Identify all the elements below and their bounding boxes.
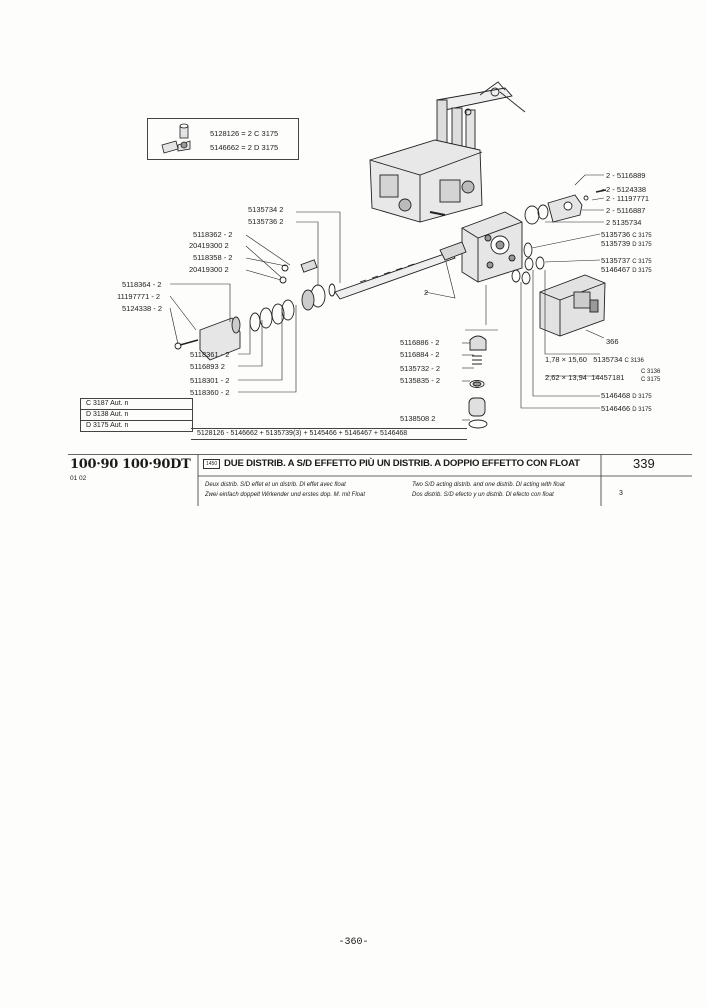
title-english: Two S/D acting distrib. and one distrib.… — [412, 482, 565, 488]
label-r-5116887: 2 - 5116887 — [606, 206, 646, 215]
label-oring-1: 1,78 × 15,60 5135734 C 3136 — [545, 355, 644, 364]
label-5118361: 5118361 - 2 — [190, 350, 230, 359]
label-r-11197771: 2 - 11197771 — [606, 194, 650, 203]
inset-row-2: 5146662 = 2 D 3175 — [210, 143, 279, 152]
label-5118301: 5118301 - 2 — [190, 376, 230, 385]
leader-lines — [169, 174, 605, 421]
label-r-5116889: 2 - 5116889 — [606, 171, 646, 180]
sheet-number: 3 — [619, 490, 623, 497]
valve-body-top — [369, 139, 483, 223]
group-badge: 1450 — [203, 459, 221, 469]
reference-table: C 3187 Aut. n D 3138 Aut. n D 3175 Aut. … — [80, 398, 193, 432]
label-20419300-a: 20419300 2 — [189, 241, 229, 250]
label-5135734: 5135734 2 — [248, 205, 284, 214]
label-oring-2: 2,62 × 13,94 14457181 — [545, 373, 625, 382]
ref-row-1: C 3187 Aut. n — [81, 399, 192, 410]
cover-366 — [539, 274, 606, 337]
inset-row-1: 5128126 = 2 C 3175 — [210, 129, 279, 138]
label-r-5135736: 5135736 C 3175 — [601, 230, 652, 239]
label-r-5135739: 5135739 D 3175 — [601, 239, 652, 248]
label-5135736: 5135736 2 — [248, 217, 284, 226]
distributor-body — [461, 211, 523, 283]
inset-box: 5128126 = 2 C 3175 5146662 = 2 D 3175 — [147, 118, 299, 160]
label-r-5124338: 2 - 5124338 — [606, 185, 647, 194]
label-5135835: 5135835 - 2 — [400, 376, 441, 385]
label-r-5146466: 5146466 D 3175 — [601, 404, 652, 413]
ref-row-3: D 3175 Aut. n — [86, 422, 129, 429]
seal-rings-left — [249, 259, 336, 332]
label-qty-2: 2 — [424, 288, 429, 297]
label-20419300-b: 20419300 2 — [189, 265, 229, 274]
end-cap-left — [174, 316, 241, 361]
float-parts-right — [511, 189, 607, 285]
spool — [334, 241, 467, 300]
label-366: 366 — [606, 337, 619, 346]
label-5135732: 5135732 - 2 — [400, 364, 441, 373]
label-5124338: 5124338 - 2 — [122, 304, 163, 313]
page-footer-number: -360- — [338, 937, 369, 948]
page-title: DUE DISTRIB. A S/D EFFETTO PIÙ UN DISTRI… — [224, 458, 580, 469]
reference-parts-line: 5128126 - 5146662 + 5135739(3) + 5145466… — [191, 428, 467, 440]
label-5116884: 5116884 - 2 — [400, 350, 440, 359]
label-5118360: 5118360 - 2 — [190, 388, 230, 397]
model-codes: 01 02 — [70, 475, 87, 482]
label-5118362: 5118362 - 2 — [193, 230, 233, 239]
title-block: 100·90 100·90DT 01 02 1450 DUE DISTRIB. … — [68, 454, 692, 506]
check-valve-column — [468, 335, 488, 429]
model-name: 100·90 100·90DT — [70, 457, 191, 472]
label-5116886: 5116886 - 2 — [400, 338, 440, 347]
label-r-5146467: 5146467 D 3175 — [601, 265, 652, 274]
ref-row-2: D 3138 Aut. n — [81, 410, 192, 421]
title-german: Zwei einfach doppelt Wirkender und erste… — [205, 492, 366, 498]
table-number: 339 — [633, 456, 655, 471]
label-r-5135734: 2 5135734 — [606, 218, 642, 227]
title-block-frame — [68, 454, 692, 506]
label-5118358: 5118358 - 2 — [193, 253, 233, 262]
label-r-5146468: 5146468 D 3175 — [601, 391, 652, 400]
title-spanish: Dos distrib. S/D efecto y un distrib. Dl… — [412, 492, 554, 498]
label-11197771: 11197771 - 2 — [117, 292, 161, 301]
label-5138508: 5138508 2 — [400, 414, 436, 423]
label-r-5135737: 5135737 C 3175 — [601, 256, 652, 265]
label-5116893: 5116893 2 — [190, 362, 225, 371]
screw-plug-illustration — [161, 123, 191, 154]
title-french: Deux distrib. S/D effet et un distrib. D… — [205, 482, 346, 488]
label-5118364: 5118364 - 2 — [122, 280, 162, 289]
